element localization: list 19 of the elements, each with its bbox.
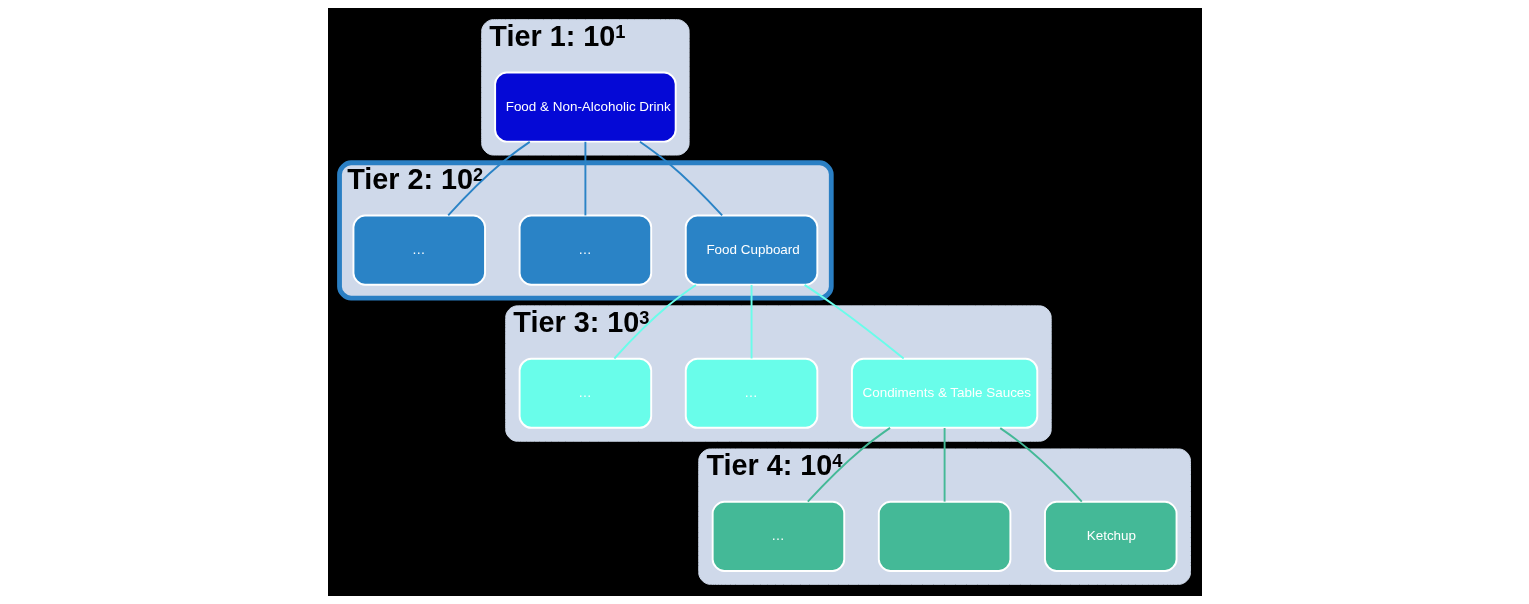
- connector: [612, 284, 697, 360]
- node-box: Food Cupboard: [684, 214, 818, 286]
- connector: [638, 140, 723, 217]
- connector: [750, 283, 752, 360]
- node-box: [877, 500, 1011, 572]
- node-box: …: [711, 500, 845, 572]
- node-box: Food & Non-Alcoholic Drink: [493, 71, 677, 143]
- connector: [943, 427, 946, 503]
- node-box: …: [684, 357, 818, 429]
- connector: [583, 140, 586, 217]
- node-box: …: [352, 214, 486, 286]
- node-box: …: [518, 357, 652, 429]
- connector: [806, 426, 891, 503]
- node-box: …: [518, 214, 652, 286]
- node-box: Ketchup: [1043, 500, 1177, 572]
- node-box: Condiments & Table Sauces: [850, 357, 1038, 429]
- connector: [446, 140, 531, 217]
- connector: [803, 283, 905, 360]
- connector: [998, 427, 1083, 503]
